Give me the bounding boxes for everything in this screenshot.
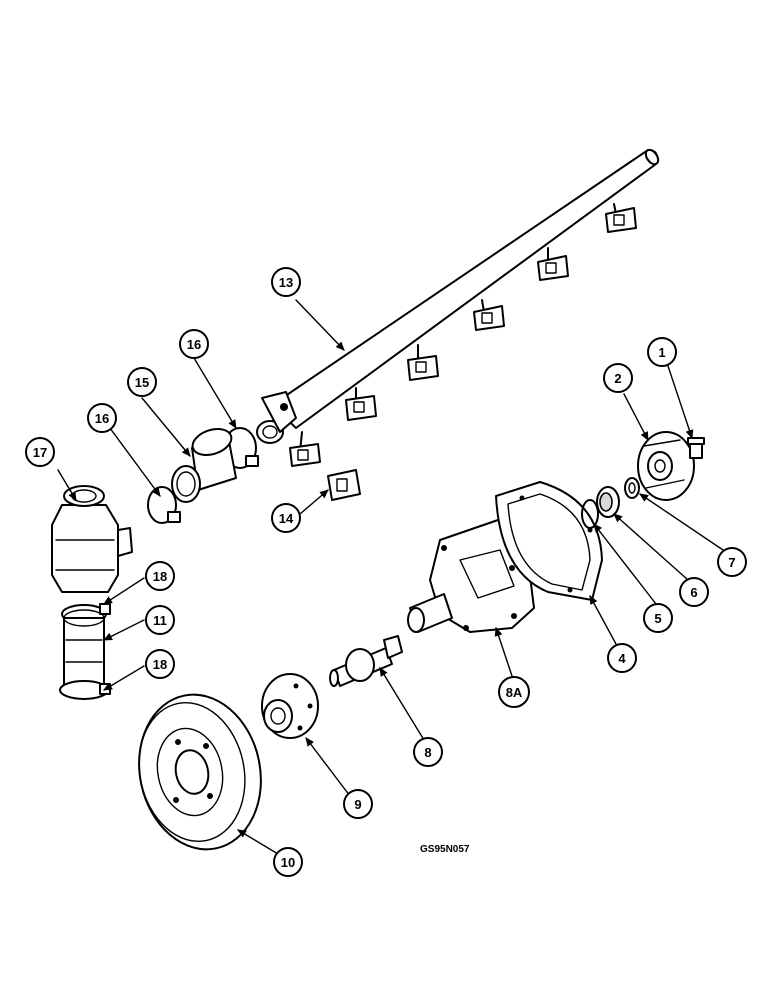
leader-lines [57,299,727,855]
svg-text:1: 1 [658,345,665,360]
water-pump-pulley [138,693,262,851]
svg-text:11: 11 [153,613,167,628]
svg-text:2: 2 [614,371,621,386]
pump-seal [596,486,620,518]
svg-text:17: 17 [33,445,47,460]
callout-18-lower: 18 [145,649,175,679]
svg-text:5: 5 [654,611,661,626]
svg-text:14: 14 [279,511,294,526]
pump-impeller [637,431,695,501]
svg-text:4: 4 [618,651,626,666]
callout-15: 15 [127,367,157,397]
callout-5: 5 [643,603,673,633]
washer [624,477,640,499]
callout-4: 4 [607,643,637,673]
callout-8: 8 [413,737,443,767]
callout-18-upper: 18 [145,561,175,591]
hose-clamp-left [147,486,181,524]
callout-16-upper: 16 [179,329,209,359]
pulley-hub [261,673,319,739]
manifold-flanges [289,203,637,467]
svg-text:7: 7 [728,555,735,570]
coolant-manifold-pipe [256,148,660,467]
thermostat-housing [51,485,133,593]
callout-6: 6 [679,577,709,607]
callout-9: 9 [343,789,373,819]
pump-shaft-bearing [329,635,403,687]
svg-text:8: 8 [424,745,431,760]
callout-13: 13 [271,267,301,297]
figure-code: GS95N057 [420,844,470,855]
callout-2: 2 [603,363,633,393]
svg-text:18: 18 [153,657,167,672]
connecting-hose [171,428,237,503]
svg-text:16: 16 [95,411,109,426]
bypass-hose [59,603,111,700]
svg-text:16: 16 [187,337,201,352]
callout-8a: 8A [498,676,530,708]
callout-16-lower: 16 [87,403,117,433]
svg-text:8A: 8A [506,685,523,700]
callout-7: 7 [717,547,747,577]
svg-text:18: 18 [153,569,167,584]
bleed-fitting [687,437,705,459]
svg-text:10: 10 [281,855,295,870]
callout-10: 10 [273,847,303,877]
callout-1: 1 [647,337,677,367]
callout-14: 14 [271,503,301,533]
o-ring [581,499,599,529]
svg-text:9: 9 [354,797,361,812]
flange-gasket [327,469,361,501]
callout-17: 17 [25,437,55,467]
svg-text:15: 15 [135,375,149,390]
svg-text:13: 13 [279,275,293,290]
callout-11: 11 [145,605,175,635]
svg-text:6: 6 [690,585,697,600]
